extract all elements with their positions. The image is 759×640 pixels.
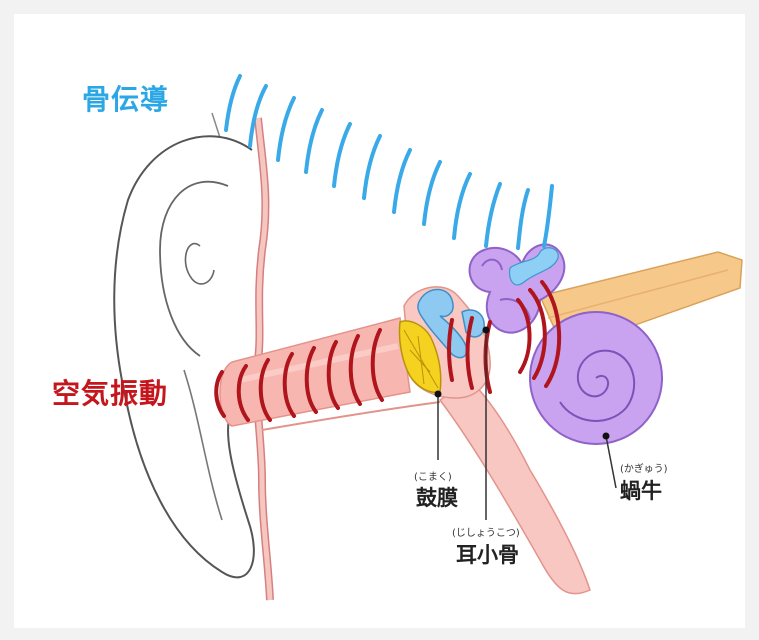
ossicles-pointer-dot [483, 327, 490, 334]
eardrum-reading: (こまく) [414, 468, 452, 483]
ossicles-reading: (じしょうこつ) [452, 524, 520, 539]
bone-waves [226, 76, 552, 248]
cochlea-reading: (かぎゅう) [620, 460, 668, 475]
bone-conduction-label: 骨伝導 [82, 78, 169, 118]
eardrum-label: 鼓膜 [416, 482, 458, 512]
eardrum-pointer-dot [435, 391, 442, 398]
cochlea-pointer-dot [603, 433, 610, 440]
ossicles-label: 耳小骨 [456, 539, 519, 569]
cochlea-label: 蝸牛 [620, 475, 662, 505]
air-vibration-label: 空気振動 [52, 372, 168, 412]
pinna-outline [114, 136, 254, 577]
